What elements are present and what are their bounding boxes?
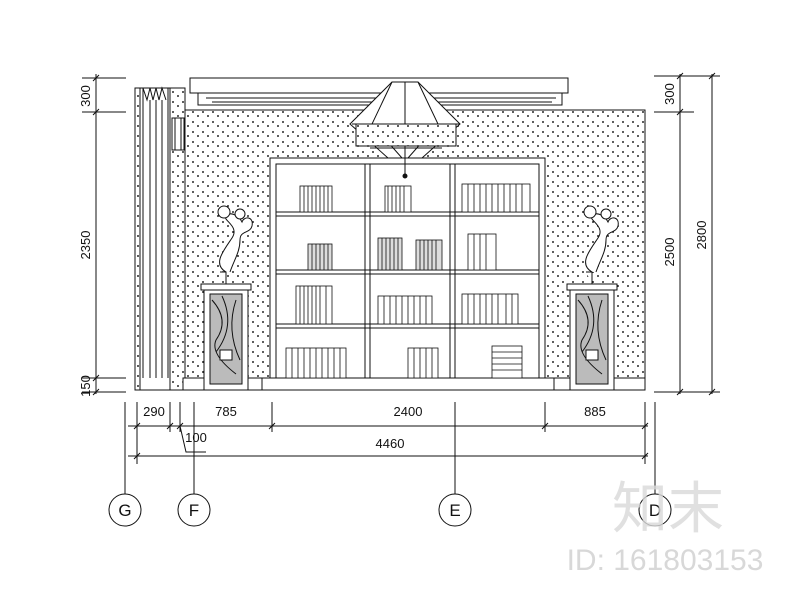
axis-bubble-d: D <box>638 493 672 527</box>
bottom-dimension-lines <box>128 402 649 464</box>
dim-bottom-785: 785 <box>215 404 237 419</box>
left-dimension-line <box>82 74 126 396</box>
dim-right-top: 300 <box>662 83 677 105</box>
dim-small-100: 100 <box>185 430 207 445</box>
watermark-brand: 知末 <box>612 477 724 540</box>
dim-left-bottom: 150 <box>78 375 93 397</box>
axis-leaders <box>124 402 656 494</box>
chandelier <box>349 81 461 179</box>
right-pedestal <box>566 283 618 391</box>
axis-label-g: G <box>118 501 131 520</box>
axis-bubble-f: F <box>177 493 211 527</box>
right-dimension-lines <box>654 72 720 396</box>
axis-label-e: E <box>449 501 460 520</box>
dim-bottom-290: 290 <box>143 404 165 419</box>
axis-label-f: F <box>189 501 199 520</box>
books <box>285 183 531 379</box>
dim-right-total: 2800 <box>694 221 709 250</box>
dim-left-middle: 2350 <box>78 231 93 260</box>
axis-label-d: D <box>649 501 661 520</box>
right-sculpture <box>583 205 619 284</box>
axis-bubble-g: G <box>108 493 142 527</box>
axis-bubble-e: E <box>438 493 472 527</box>
ceiling-cornice <box>189 77 569 106</box>
dim-bottom-2400: 2400 <box>394 404 423 419</box>
watermark-id: ID: 161803153 <box>567 544 764 577</box>
dim-left-top: 300 <box>78 85 93 107</box>
dim-bottom-885: 885 <box>584 404 606 419</box>
dim-total-4460: 4460 <box>376 436 405 451</box>
left-pedestal <box>200 283 252 391</box>
left-pilaster <box>134 86 186 391</box>
dim-right-middle: 2500 <box>662 238 677 267</box>
left-sculpture <box>217 205 253 284</box>
